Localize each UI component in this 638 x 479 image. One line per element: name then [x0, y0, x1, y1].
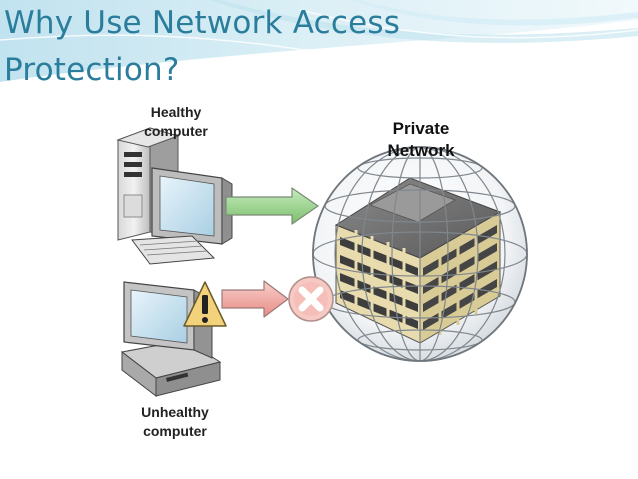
- slide-title-line-2: Protection?: [4, 52, 180, 88]
- healthy-label-line-1: Healthy: [150, 104, 202, 120]
- slide-title-line-1: Why Use Network Access: [4, 5, 401, 41]
- unhealthy-label-line-1: Unhealthy: [141, 404, 209, 420]
- blocked-access-arrow-icon: [221, 280, 289, 318]
- healthy-computer-label: Healthy computer: [128, 103, 224, 141]
- network-label-line-2: Network: [387, 141, 455, 160]
- private-network-globe: [312, 146, 528, 362]
- unhealthy-computer-label: Unhealthy computer: [120, 403, 230, 441]
- healthy-access-arrow-icon: [225, 187, 319, 225]
- warning-triangle-icon: [183, 281, 227, 327]
- unhealthy-label-line-2: computer: [143, 423, 207, 439]
- x-circle-icon: [288, 276, 334, 322]
- office-building: [334, 177, 502, 344]
- healthy-computer: [116, 127, 233, 265]
- network-label-line-1: Private: [392, 119, 450, 138]
- healthy-label-line-2: computer: [144, 123, 208, 139]
- private-network-label: Private Network: [368, 118, 474, 162]
